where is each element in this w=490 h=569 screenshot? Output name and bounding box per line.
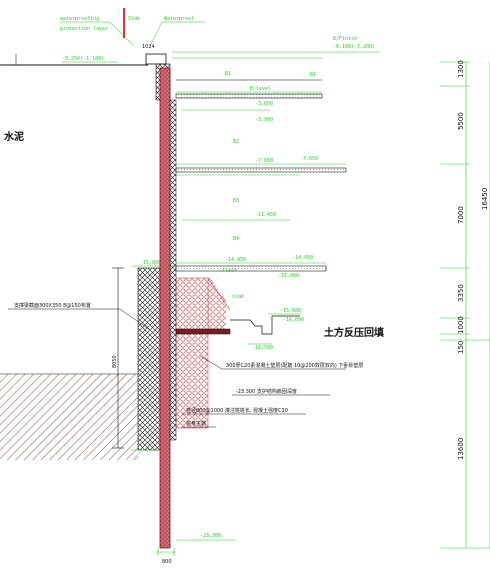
note-1: 300厚C20素混凝土垫层(配筋 10@200双层双向) 下卧砂垫层: [226, 362, 363, 369]
left-dim: 8050: [112, 355, 118, 368]
level-a: -3.650: [255, 101, 273, 107]
level-top-right: -0.100(-7.200): [333, 44, 375, 50]
dim-6: 150: [457, 341, 465, 354]
dim-total: 16450: [481, 188, 489, 210]
svg-text:B1: B1: [310, 72, 316, 78]
soil-hatch: [0, 374, 138, 460]
svg-text:-15.600: -15.600: [280, 308, 301, 314]
label-waterproofing: waterproofing: [60, 16, 99, 22]
label-protection: protection layer: [60, 26, 108, 32]
backfill-zone: [175, 277, 209, 429]
svg-text:-7.650: -7.650: [300, 156, 318, 162]
svg-text:-16.000: -16.000: [283, 317, 304, 323]
label-waterproof: Waterproof: [164, 16, 194, 22]
svg-text:B1: B1: [225, 71, 231, 77]
left-heading: 水泥: [3, 130, 24, 143]
leader-top-left-2: [109, 21, 135, 47]
backfill-note: 土方反压回填: [324, 326, 384, 339]
dim-7: 13600: [457, 438, 465, 460]
dim-3: 7000: [457, 206, 465, 224]
svg-text:-16.500: -16.500: [252, 345, 273, 351]
retaining-wall: [137, 267, 161, 451]
bottom-dim: 800: [162, 559, 172, 565]
level-top-left: -0.250(-1.100): [62, 56, 104, 62]
svg-text:B2: B2: [233, 139, 239, 145]
side-note: 支撑梁截面300X350 8@150布置: [14, 302, 91, 309]
leader-top-right-2: [149, 21, 163, 47]
svg-text:-7.650: -7.650: [255, 158, 273, 164]
floor-b2: B2 -7.650 -7.650: [175, 139, 347, 176]
pit-steps: -15.600 -16.000 -16.500: [230, 308, 304, 351]
brace-beam: [175, 328, 231, 335]
level-left-15: -15.000: [140, 260, 161, 266]
note-4: 桩身主筋: [186, 420, 206, 427]
backfill-edge: [207, 277, 231, 311]
label-slab: Slab: [128, 16, 140, 22]
label-wall-width: 1024: [142, 44, 155, 50]
svg-text:-11.450: -11.450: [255, 212, 276, 218]
level-top-right-label: B/Finish: [333, 36, 357, 42]
level-b: -3.900: [255, 117, 273, 123]
bottom-level: -23.300: [200, 533, 221, 539]
svg-text:B3: B3: [233, 198, 239, 204]
svg-text:slab: slab: [232, 294, 244, 300]
capping-beam: [145, 53, 167, 65]
bored-pile: [159, 67, 171, 549]
dim-4: 3350: [457, 284, 465, 302]
backfill-slope: [176, 278, 226, 330]
dim-1: 1300: [457, 60, 465, 78]
svg-text:B-level: B-level: [250, 86, 271, 92]
side-note-leader: [119, 308, 151, 331]
svg-text:-14.450: -14.450: [292, 255, 313, 261]
inner-lining: [169, 99, 177, 441]
svg-text:floor: floor: [222, 268, 237, 274]
dim-5: 1000: [457, 316, 465, 334]
dim-2: 5500: [457, 112, 465, 130]
svg-text:-14.450: -14.450: [225, 257, 246, 263]
note-2: -23.300 支护结构嵌固深度: [236, 388, 297, 395]
floor-b1: B1 B1 B-level: [175, 71, 323, 99]
svg-text:-15.000: -15.000: [278, 273, 299, 279]
floor-b3: B3 -11.450 B4: [182, 198, 290, 242]
svg-text:B4: B4: [233, 236, 239, 242]
note-3: 桩径800@1000 灌注桩桩长, 混凝土强度C30: [186, 407, 288, 414]
right-dim-chain: [440, 61, 490, 549]
